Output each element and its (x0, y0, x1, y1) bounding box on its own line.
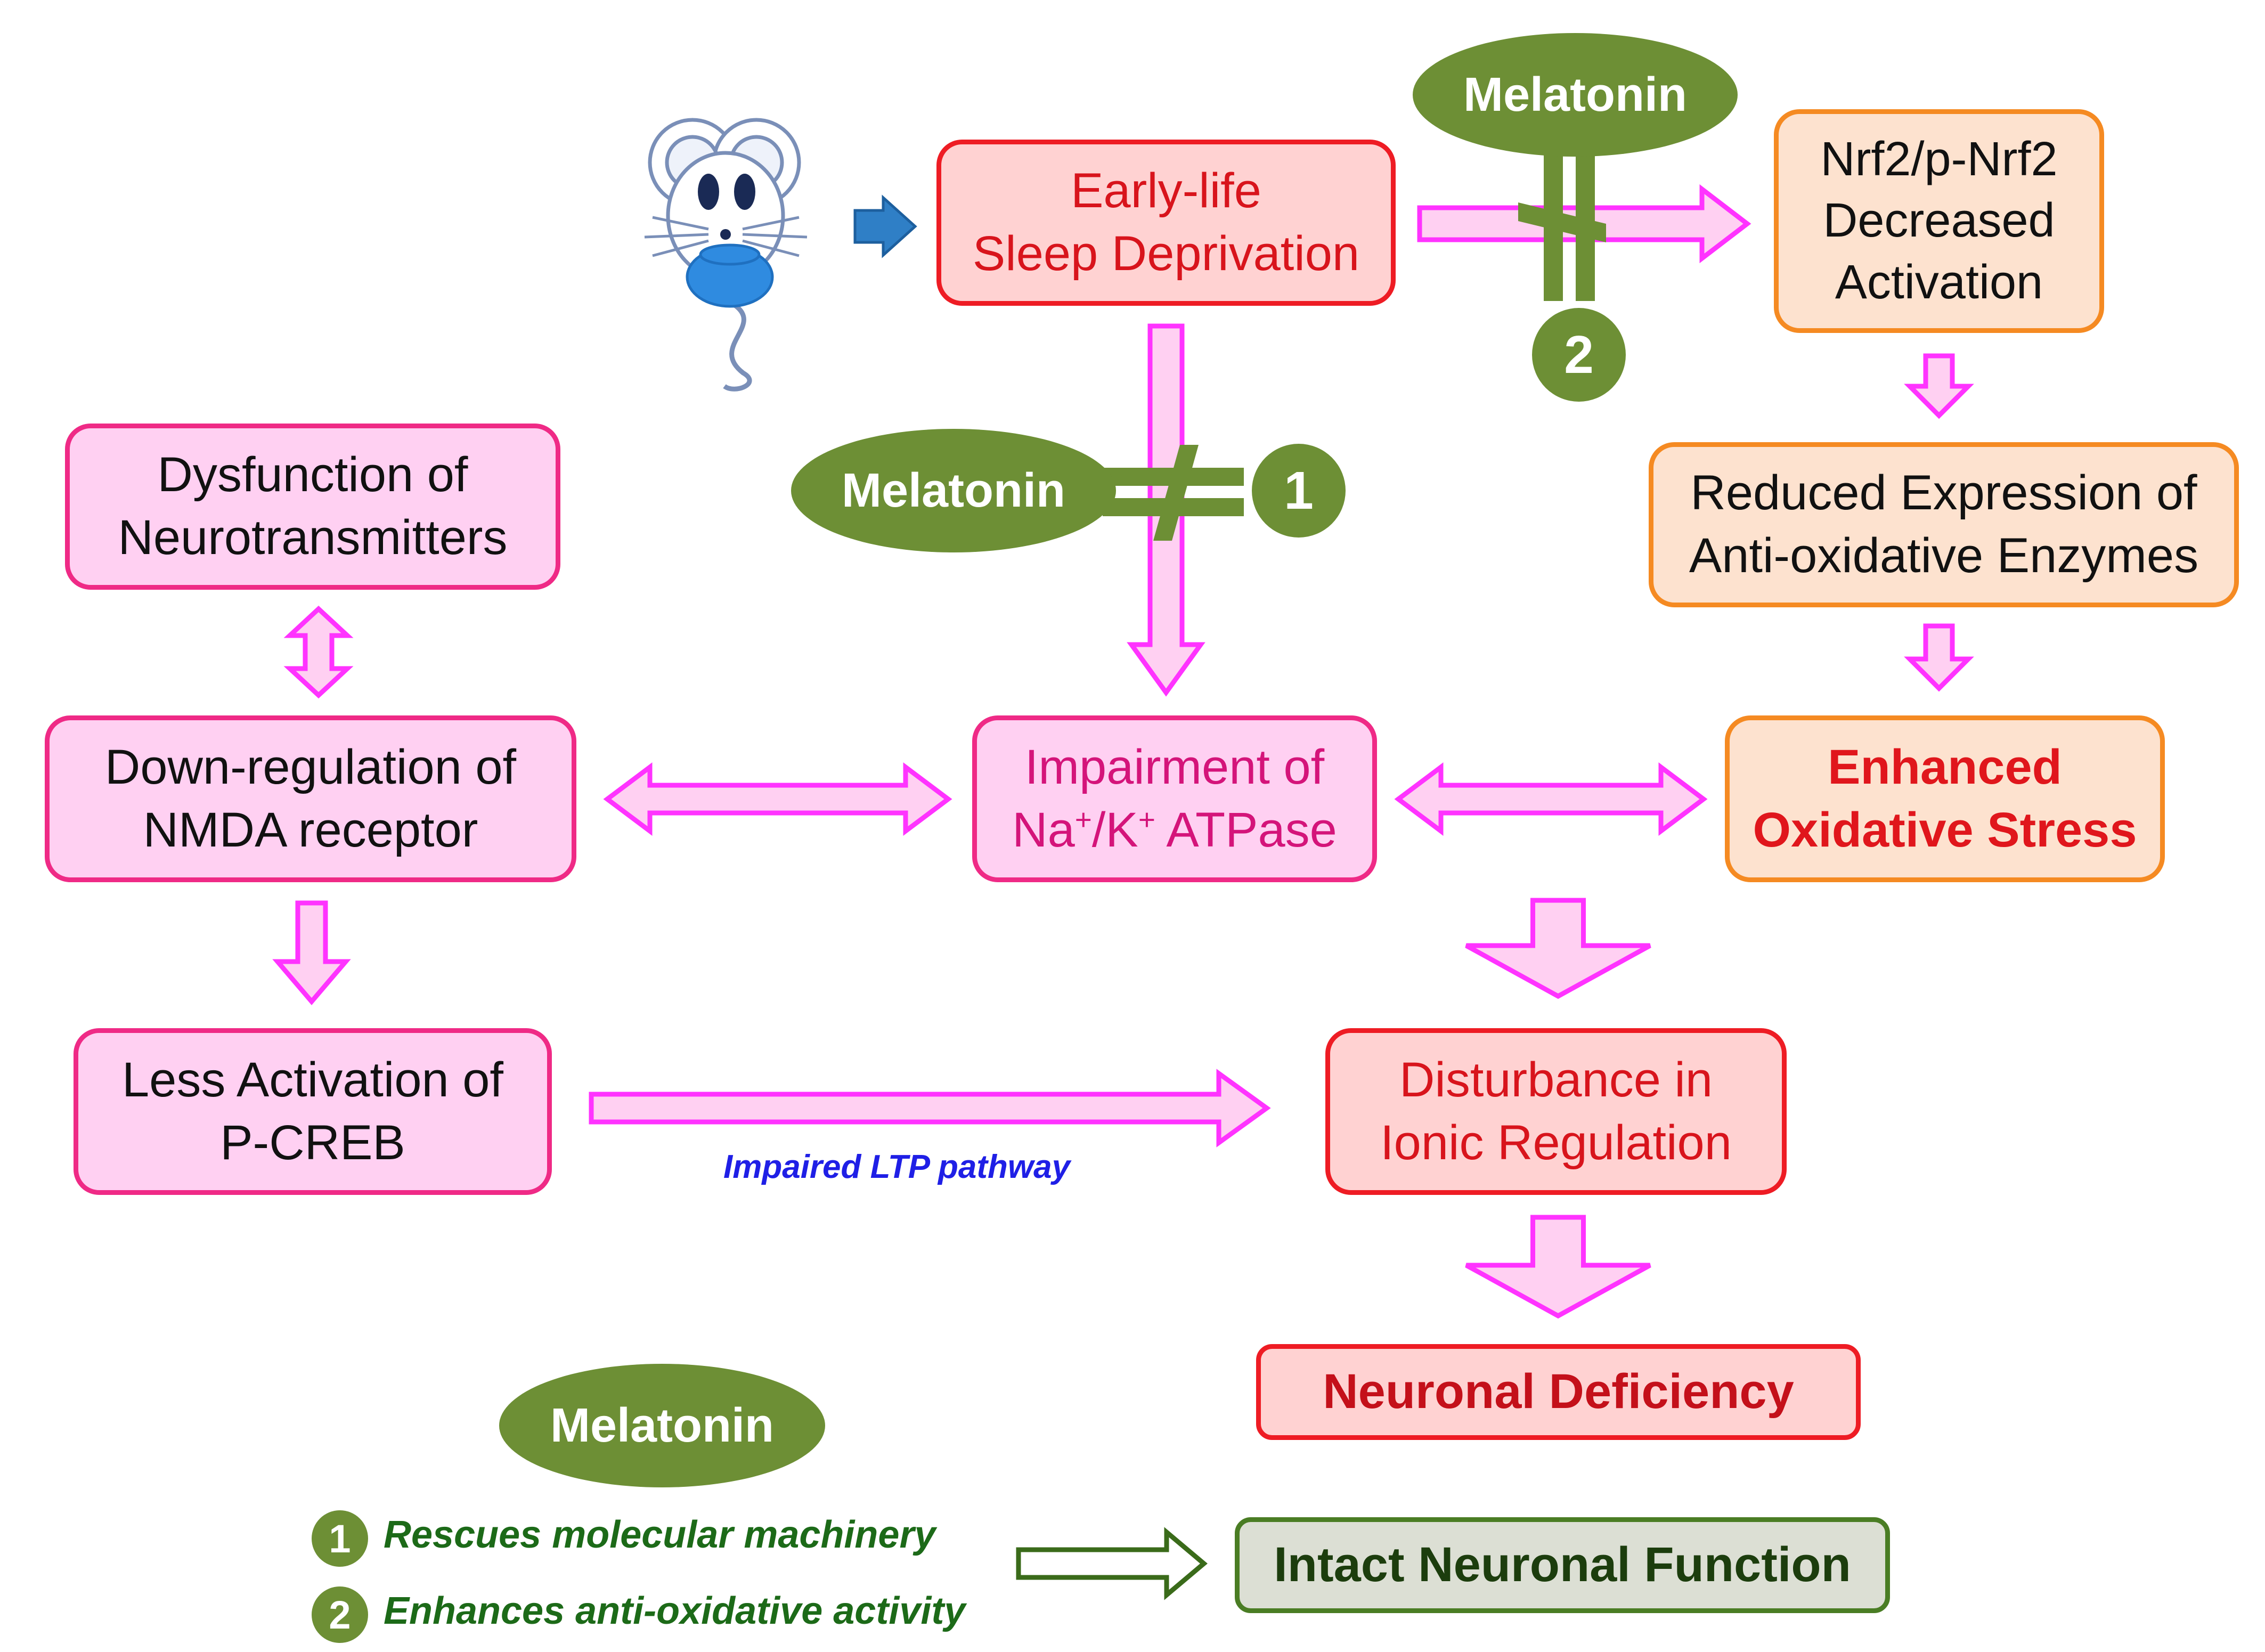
inhibition-number-2: 2 (1532, 308, 1626, 402)
nrf2-line1: Nrf2/p-Nrf2 (1820, 133, 2058, 186)
legend-number-1: 1 (312, 1510, 368, 1567)
box-neuronal-deficiency: Neuronal Deficiency (1256, 1344, 1861, 1440)
impairment-stress-double-arrow (1394, 762, 1708, 836)
mouse-to-sleep-arrow (853, 194, 917, 258)
reduced-expression-line2: Anti-oxidative Enzymes (1689, 528, 2199, 583)
dysfunction-line2: Neurotransmitters (118, 510, 508, 565)
nrf2-to-reduced-arrow (1904, 353, 1974, 419)
melatonin-middle-cross-bar (1153, 445, 1199, 541)
impairment-line2: Na+/K+ ATPase (1012, 799, 1337, 862)
melatonin-middle-ellipse: Melatonin (791, 429, 1116, 552)
k-text: /K (1091, 802, 1138, 857)
nmda-impairment-double-arrow (603, 762, 952, 836)
legend-to-intact-arrow (1016, 1527, 1208, 1600)
box-impairment-na-k-atpase: Impairment of Na+/K+ ATPase (972, 715, 1377, 882)
box-down-regulation-nmda: Down-regulation of NMDA receptor (45, 715, 576, 882)
box-less-activation-pcreb: Less Activation of P-CREB (74, 1028, 552, 1195)
number-1-text: 1 (1284, 460, 1314, 520)
early-life-line2: Sleep Deprivation (972, 226, 1360, 281)
legend-number-2: 2 (312, 1586, 368, 1643)
box-nrf2-decreased-activation: Nrf2/p-Nrf2 Decreased Activation (1774, 109, 2104, 333)
box-intact-neuronal-function: Intact Neuronal Function (1235, 1517, 1890, 1613)
melatonin-top-cross-bar (1518, 202, 1606, 242)
melatonin-top-ellipse: Melatonin (1413, 33, 1738, 157)
legend-number-1-text: 1 (329, 1516, 351, 1561)
less-activation-line2: P-CREB (220, 1115, 405, 1170)
impaired-ltp-label: Impaired LTP pathway (723, 1149, 1071, 1185)
stress-to-disturbance-big-arrow (1465, 898, 1651, 999)
nmda-to-pcreb-arrow (272, 900, 351, 1005)
na-superscript: + (1074, 802, 1092, 836)
dysfunction-line1: Dysfunction of (157, 447, 468, 502)
pcreb-to-disturbance-arrow (589, 1069, 1271, 1148)
legend-text-2: Enhances anti-oxidative activity (384, 1590, 966, 1632)
dysfunction-downregulation-double-arrow (283, 605, 354, 699)
inhibition-number-1: 1 (1252, 444, 1346, 538)
melatonin-middle-label: Melatonin (842, 463, 1065, 517)
reduced-expression-line1: Reduced Expression of (1690, 466, 2197, 520)
down-regulation-line2: NMDA receptor (143, 802, 478, 857)
box-early-life-sleep-deprivation: Early-life Sleep Deprivation (936, 140, 1396, 306)
melatonin-top-label: Melatonin (1463, 68, 1687, 121)
reduced-to-stress-arrow (1904, 623, 1974, 692)
atpase-text: ATPase (1155, 802, 1337, 857)
down-regulation-line1: Down-regulation of (104, 739, 517, 794)
early-life-line1: Early-life (1071, 164, 1261, 218)
legend-text-1: Rescues molecular machinery (384, 1513, 936, 1556)
melatonin-legend-label: Melatonin (550, 1398, 774, 1452)
melatonin-legend-ellipse: Melatonin (499, 1364, 825, 1487)
enhanced-stress-line2: Oxidative Stress (1753, 802, 2137, 857)
impairment-line1: Impairment of (1024, 739, 1325, 794)
disturbance-line1: Disturbance in (1399, 1052, 1713, 1107)
enhanced-stress-line1: Enhanced (1828, 739, 2062, 794)
nrf2-line3: Activation (1835, 255, 2043, 309)
disturbance-to-deficiency-big-arrow (1465, 1215, 1651, 1319)
neuronal-deficiency-label: Neuronal Deficiency (1323, 1364, 1794, 1419)
less-activation-line1: Less Activation of (122, 1052, 503, 1107)
box-dysfunction-neurotransmitters: Dysfunction of Neurotransmitters (65, 424, 560, 590)
box-reduced-expression-enzymes: Reduced Expression of Anti-oxidative Enz… (1649, 442, 2239, 607)
disturbance-line2: Ionic Regulation (1380, 1115, 1732, 1170)
intact-function-label: Intact Neuronal Function (1274, 1537, 1851, 1592)
number-2-text: 2 (1564, 324, 1594, 385)
legend-number-2-text: 2 (329, 1592, 351, 1637)
box-disturbance-ionic-regulation: Disturbance in Ionic Regulation (1325, 1028, 1787, 1195)
nrf2-line2: Decreased (1823, 194, 2055, 248)
k-superscript: + (1138, 802, 1155, 836)
box-enhanced-oxidative-stress: Enhanced Oxidative Stress (1725, 715, 2165, 882)
na-text: Na (1012, 802, 1075, 857)
